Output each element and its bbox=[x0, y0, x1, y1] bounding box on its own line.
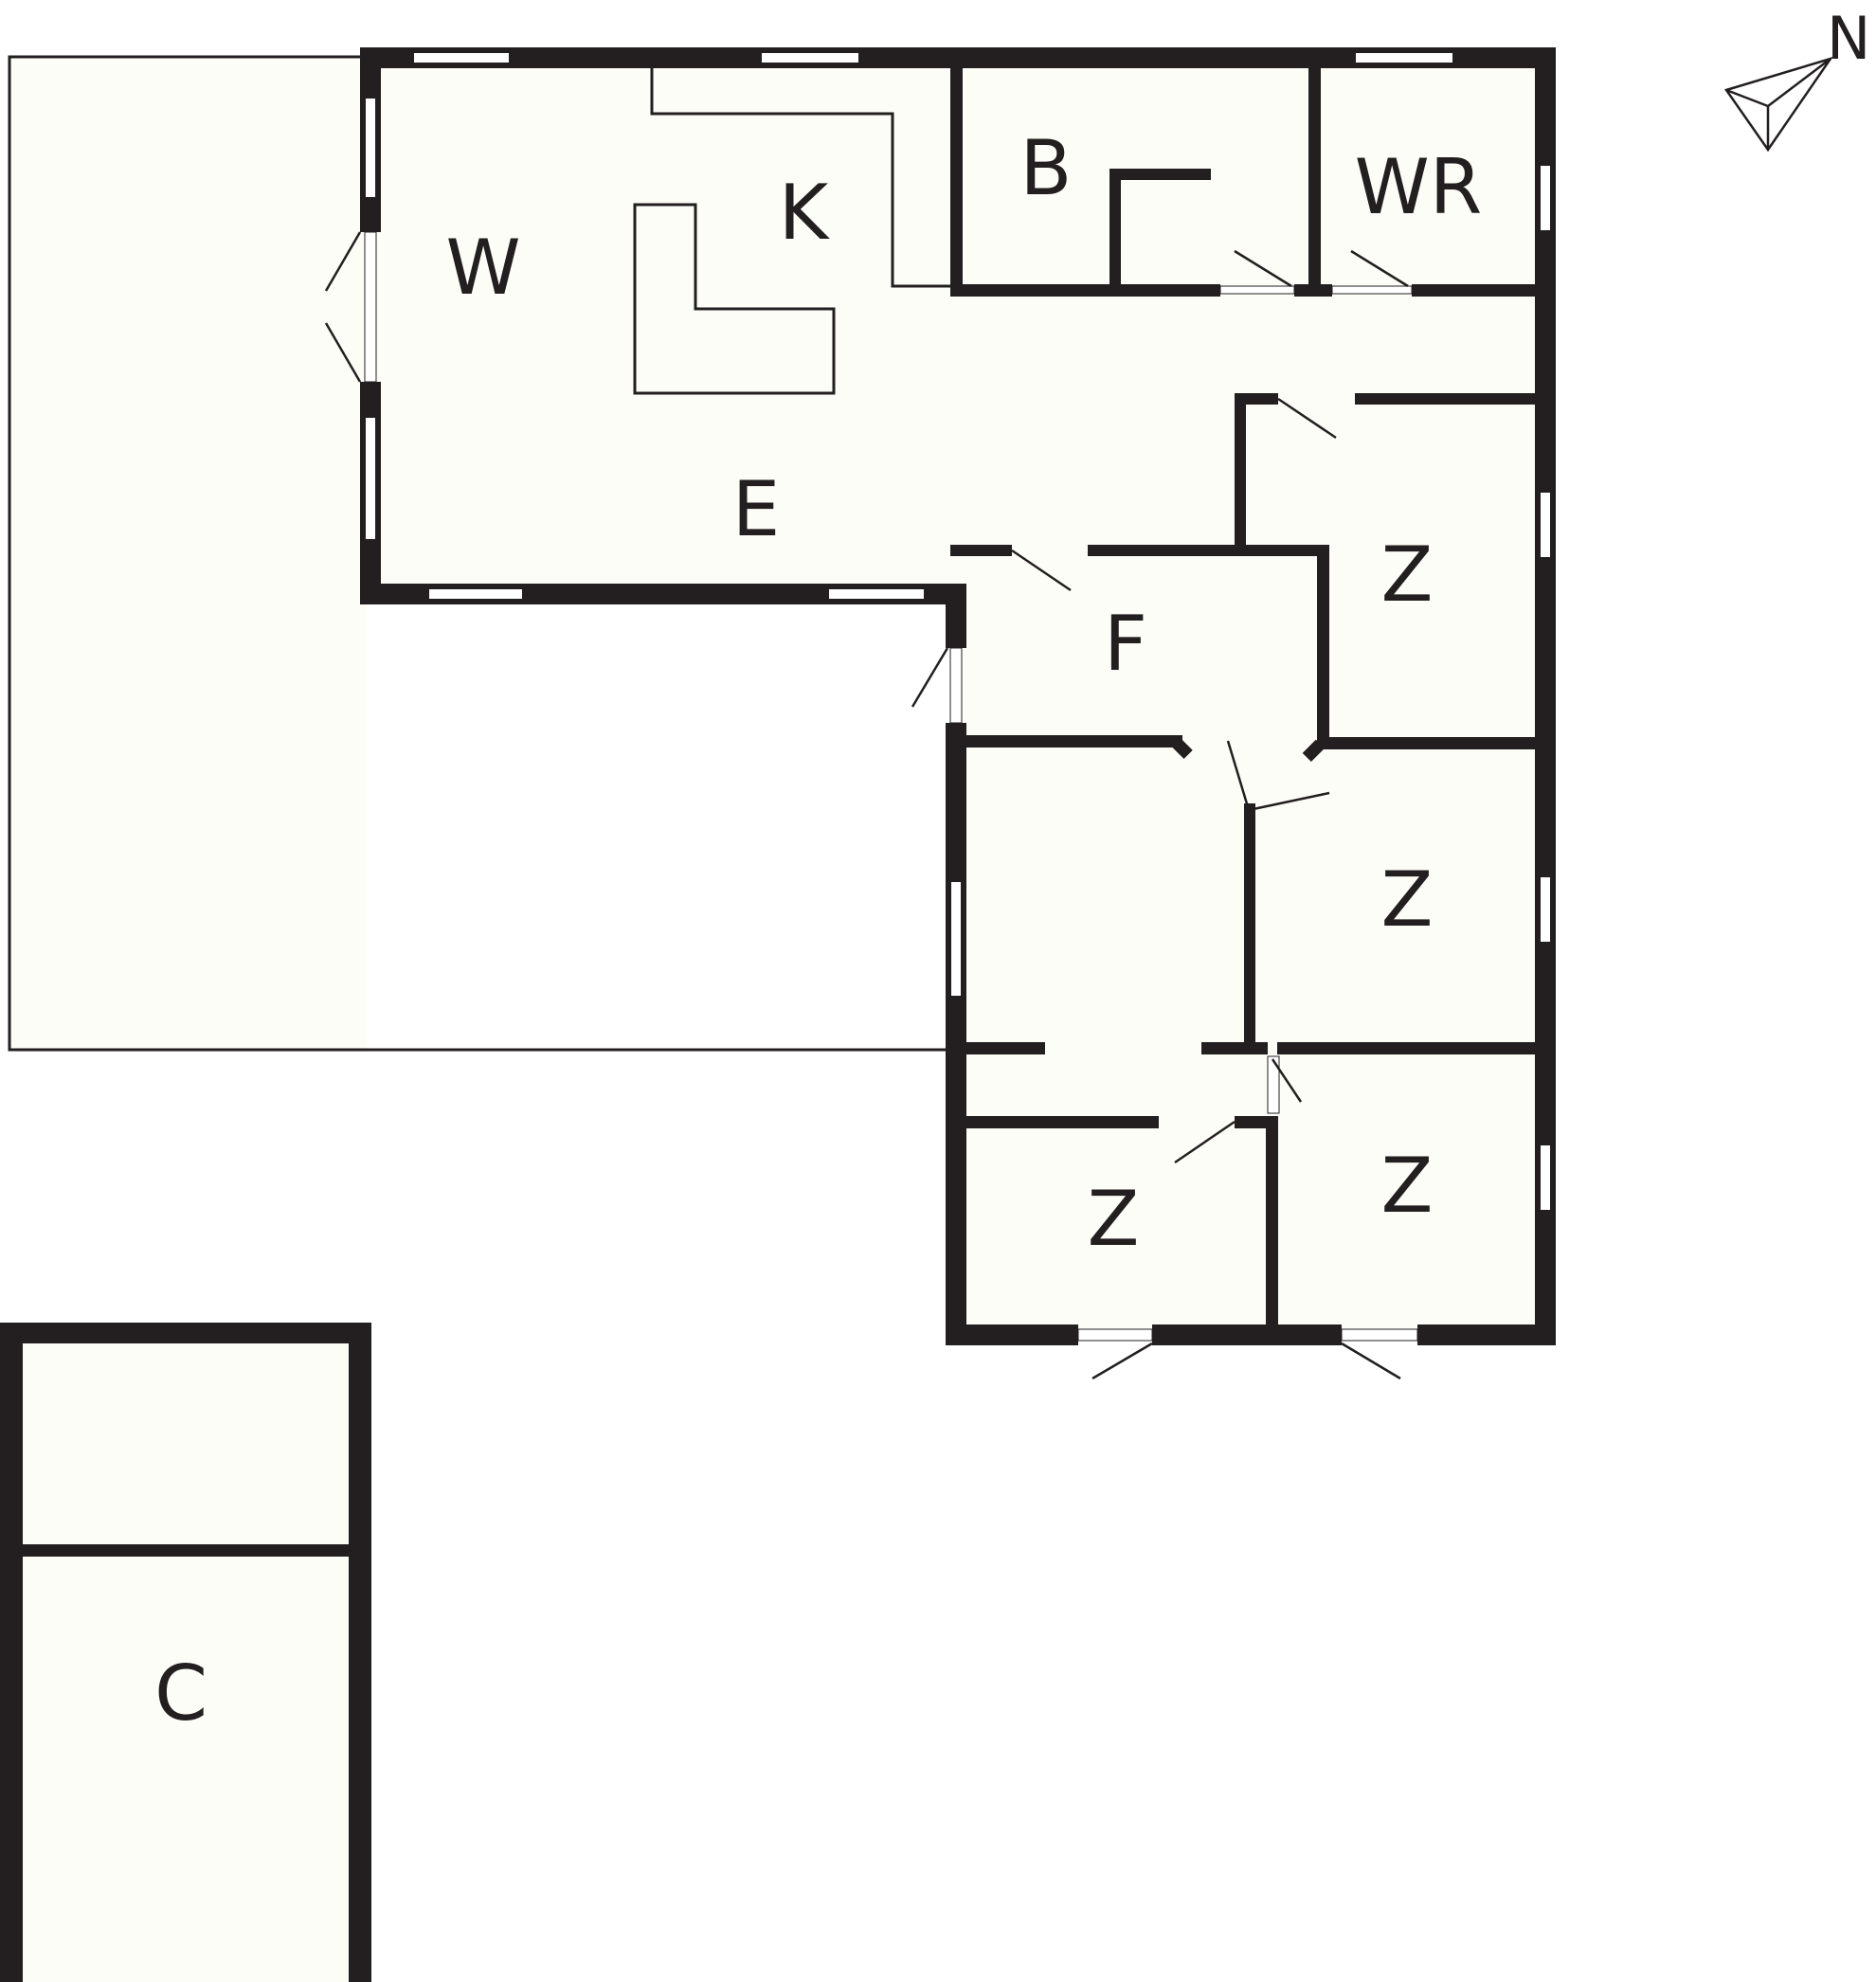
room-label-k: K bbox=[779, 169, 831, 257]
north-label: N bbox=[1827, 4, 1870, 73]
door-swing bbox=[324, 231, 362, 292]
room-labels: W K E B WR F Z Z Z Z C bbox=[154, 124, 1482, 1738]
south-wall-segment-1 bbox=[946, 1324, 1078, 1345]
window bbox=[412, 51, 511, 64]
room-label-c: C bbox=[154, 1649, 207, 1738]
bedroom-4-door-opening bbox=[1077, 1328, 1153, 1342]
room-label-z: Z bbox=[1381, 531, 1434, 619]
room-label-f: F bbox=[1104, 600, 1147, 688]
corridor-south-wall-mid bbox=[1201, 1042, 1268, 1054]
bathroom-door-opening bbox=[1219, 285, 1295, 295]
room-label-w: W bbox=[445, 224, 520, 312]
bedroom-1-west-wall bbox=[1317, 545, 1329, 747]
door-swings bbox=[324, 231, 1409, 1380]
door-openings bbox=[364, 231, 1418, 1342]
interior-walls bbox=[950, 57, 1544, 1334]
corridor-wall-vertical bbox=[1235, 393, 1246, 552]
east-wall bbox=[1535, 47, 1556, 1345]
door-swing bbox=[1277, 397, 1337, 440]
room-label-z: Z bbox=[1381, 856, 1434, 944]
room-label-z: Z bbox=[1088, 1175, 1140, 1263]
window bbox=[427, 587, 524, 601]
hall-north-wall-a bbox=[950, 545, 1012, 556]
bedroom-2-west-wall bbox=[1244, 803, 1255, 1052]
hall-door-opening bbox=[949, 647, 963, 724]
hall-west-wall-upper bbox=[946, 584, 966, 648]
window bbox=[1539, 164, 1552, 232]
bedroom-4-north-wall-stub bbox=[1235, 1116, 1272, 1128]
carport-east-wall bbox=[349, 1323, 371, 1982]
window bbox=[827, 587, 926, 601]
window bbox=[1539, 1144, 1552, 1212]
terrace-outline bbox=[8, 55, 953, 1052]
carport-north-wall bbox=[0, 1323, 371, 1343]
bedroom-1-south-wall bbox=[1317, 737, 1544, 749]
door-swing bbox=[1091, 1342, 1153, 1380]
room-label-wr: WR bbox=[1355, 143, 1483, 231]
door-swing bbox=[1226, 740, 1251, 811]
door-swing bbox=[1271, 1058, 1303, 1103]
bedroom-3-inner-door-opening bbox=[1267, 1055, 1280, 1114]
window bbox=[1539, 491, 1552, 559]
window bbox=[949, 880, 963, 998]
window bbox=[760, 51, 860, 64]
bedroom-2-south-wall bbox=[1277, 1042, 1544, 1054]
door-swing bbox=[324, 322, 362, 383]
room-label-z: Z bbox=[1381, 1142, 1434, 1230]
bedroom-3-door-opening bbox=[1341, 1328, 1418, 1342]
window bbox=[1539, 875, 1552, 944]
hall-angled-corner-left bbox=[1168, 735, 1193, 760]
shower-wall-side bbox=[1109, 169, 1121, 292]
door-swing bbox=[1234, 249, 1292, 288]
window bbox=[364, 416, 377, 541]
bathroom-south-wall-a bbox=[950, 284, 1220, 297]
window bbox=[1354, 51, 1454, 64]
south-wall-segment-2 bbox=[1152, 1324, 1342, 1345]
room-label-e: E bbox=[732, 465, 781, 553]
door-swing bbox=[1350, 249, 1409, 288]
kitchen-island bbox=[633, 203, 836, 395]
door-swing bbox=[911, 647, 949, 708]
bedroom-4-north-wall bbox=[955, 1116, 1159, 1128]
floor-areas bbox=[9, 55, 1554, 1982]
hall-south-wall bbox=[955, 735, 1182, 748]
wc-door-opening bbox=[1331, 285, 1413, 295]
hall-angled-corner-right bbox=[1302, 739, 1326, 763]
bathroom-wc-divider bbox=[1308, 57, 1321, 292]
carport-floor bbox=[9, 1331, 360, 1982]
door-swing bbox=[1248, 791, 1330, 812]
door-swing bbox=[1174, 1120, 1236, 1164]
door-swing bbox=[1011, 549, 1072, 592]
terrace-door-opening bbox=[364, 231, 377, 383]
bedroom-3-4-divider bbox=[1266, 1116, 1278, 1334]
kitchen-counter-back bbox=[650, 57, 953, 288]
bedroom-1-north-wall bbox=[1355, 393, 1544, 405]
hall-north-wall-b bbox=[1088, 545, 1326, 556]
shower-wall-top bbox=[1109, 169, 1211, 180]
carport-divider-wall bbox=[19, 1544, 352, 1557]
windows bbox=[364, 51, 1552, 1212]
north-arrow-icon: N bbox=[1723, 4, 1870, 153]
bedroom-wing-west-wall bbox=[946, 723, 966, 1345]
carport bbox=[0, 1323, 371, 1982]
window bbox=[364, 97, 377, 199]
carport-west-wall bbox=[0, 1323, 23, 1982]
door-swing bbox=[1341, 1342, 1401, 1380]
room-label-b: B bbox=[1020, 124, 1073, 212]
kitchen-counter bbox=[633, 57, 953, 395]
wc-south-wall bbox=[1412, 284, 1544, 297]
bathroom-west-wall bbox=[950, 57, 963, 292]
corridor-south-wall-left bbox=[955, 1042, 1045, 1054]
south-wall-segment-3 bbox=[1417, 1324, 1556, 1345]
terrace-floor bbox=[9, 55, 368, 1050]
